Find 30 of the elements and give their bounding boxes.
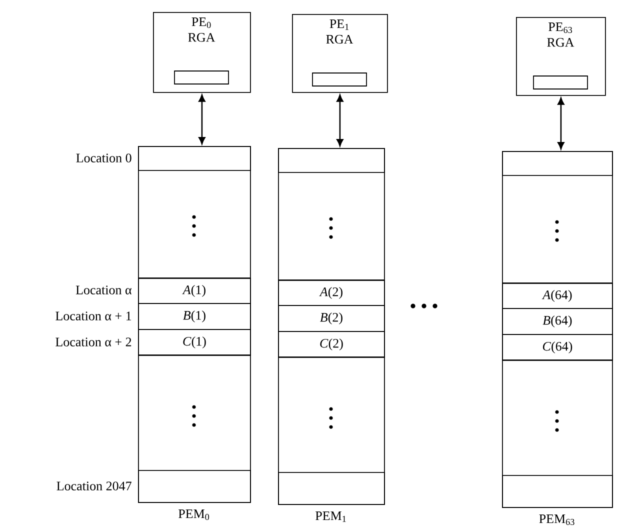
processor-box: PE$_{0}$ RGA bbox=[153, 12, 251, 93]
node-label: PEM$_{1}$ bbox=[315, 512, 346, 522]
processor-box: PE$_{1}$ RGA bbox=[292, 14, 388, 93]
memory-cell: C(2) bbox=[278, 331, 385, 358]
location-label: Location α + 1 bbox=[56, 312, 132, 320]
memory-cell bbox=[278, 148, 385, 173]
memory-cell bbox=[502, 475, 613, 508]
memory-cell: C(64) bbox=[502, 334, 613, 361]
location-label: Location α + 2 bbox=[56, 338, 132, 346]
memory-cell bbox=[138, 146, 251, 171]
memory-cell bbox=[502, 151, 613, 176]
register-box bbox=[174, 70, 229, 84]
memory-cell: A(2) bbox=[278, 280, 385, 306]
location-label: Location α bbox=[76, 286, 132, 294]
node-label: PEM$_{0}$ bbox=[178, 510, 210, 520]
memory-cell: B(64) bbox=[502, 308, 613, 335]
memory-cell bbox=[138, 470, 251, 503]
memory-cell: A(1) bbox=[138, 278, 251, 304]
memory-cell: B(2) bbox=[278, 305, 385, 332]
double-arrow bbox=[336, 94, 344, 146]
register-box bbox=[312, 72, 367, 86]
double-arrow bbox=[198, 94, 206, 144]
memory-cell bbox=[278, 472, 385, 505]
register-box bbox=[533, 76, 588, 90]
memory-cell: C(1) bbox=[138, 329, 251, 356]
double-arrow bbox=[558, 98, 564, 150]
memory-cell: A(64) bbox=[502, 283, 613, 309]
node-label: PEM$_{63}$ bbox=[539, 514, 574, 526]
memory-cell: B(1) bbox=[138, 303, 251, 330]
processor-box: PE$_{63}$ RGA bbox=[516, 17, 606, 96]
